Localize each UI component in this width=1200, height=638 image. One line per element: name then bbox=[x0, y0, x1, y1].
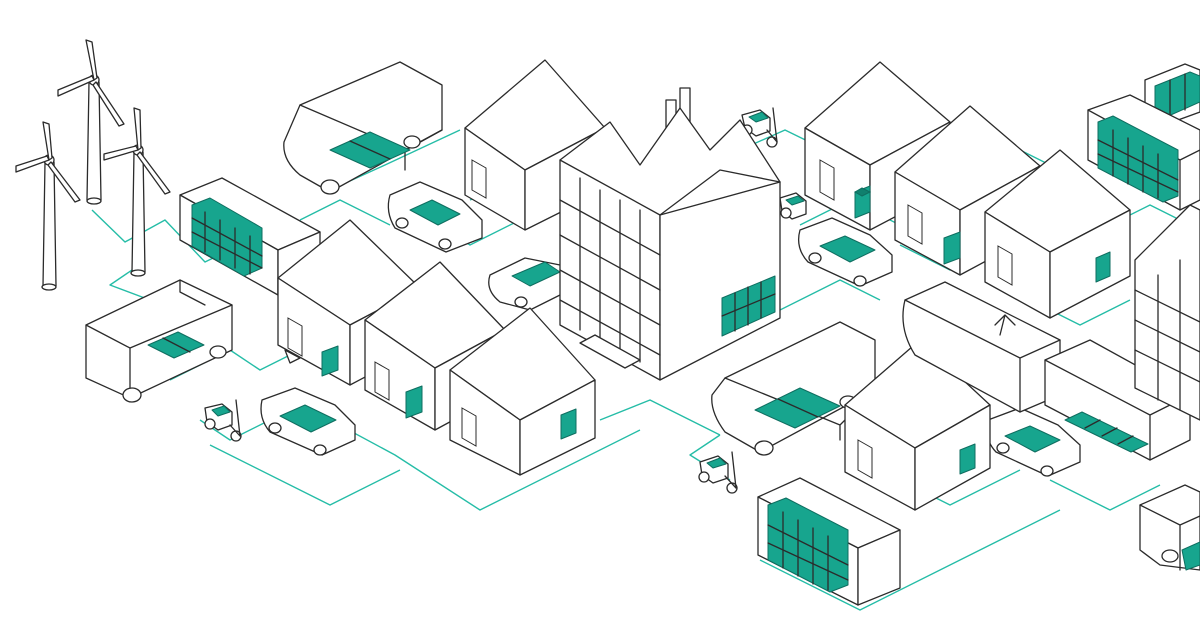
electric-car-2 bbox=[488, 257, 571, 311]
house-mid-3 bbox=[449, 307, 596, 476]
battery-container-left bbox=[179, 177, 321, 296]
factory-windows bbox=[559, 177, 661, 363]
electric-bus-center bbox=[711, 321, 876, 456]
battery-container-right bbox=[1087, 94, 1200, 211]
electric-car-5 bbox=[985, 407, 1081, 477]
electric-car-4 bbox=[797, 217, 893, 287]
house-bottom-right bbox=[844, 339, 991, 511]
electric-truck-left bbox=[85, 279, 233, 403]
wind-turbine-1 bbox=[57, 39, 125, 205]
apartment-building-right bbox=[1134, 204, 1200, 421]
wind-turbine-3 bbox=[103, 107, 171, 277]
factory-building bbox=[559, 87, 781, 381]
house-right-3 bbox=[984, 149, 1131, 319]
electric-car-3 bbox=[260, 387, 356, 456]
battery-container-bottom bbox=[757, 477, 901, 606]
electric-truck-bottom-right bbox=[1139, 484, 1200, 571]
electric-scooter-2 bbox=[741, 107, 778, 148]
factory-battery-bank bbox=[721, 275, 776, 337]
electric-van-top bbox=[283, 61, 443, 195]
electric-scooter-4 bbox=[698, 451, 738, 494]
electric-car-1 bbox=[387, 181, 483, 253]
electric-tram bbox=[902, 281, 1191, 461]
wind-turbine-2 bbox=[15, 121, 81, 291]
electric-scooter-3 bbox=[779, 192, 807, 220]
electric-scooter-1 bbox=[204, 399, 242, 442]
